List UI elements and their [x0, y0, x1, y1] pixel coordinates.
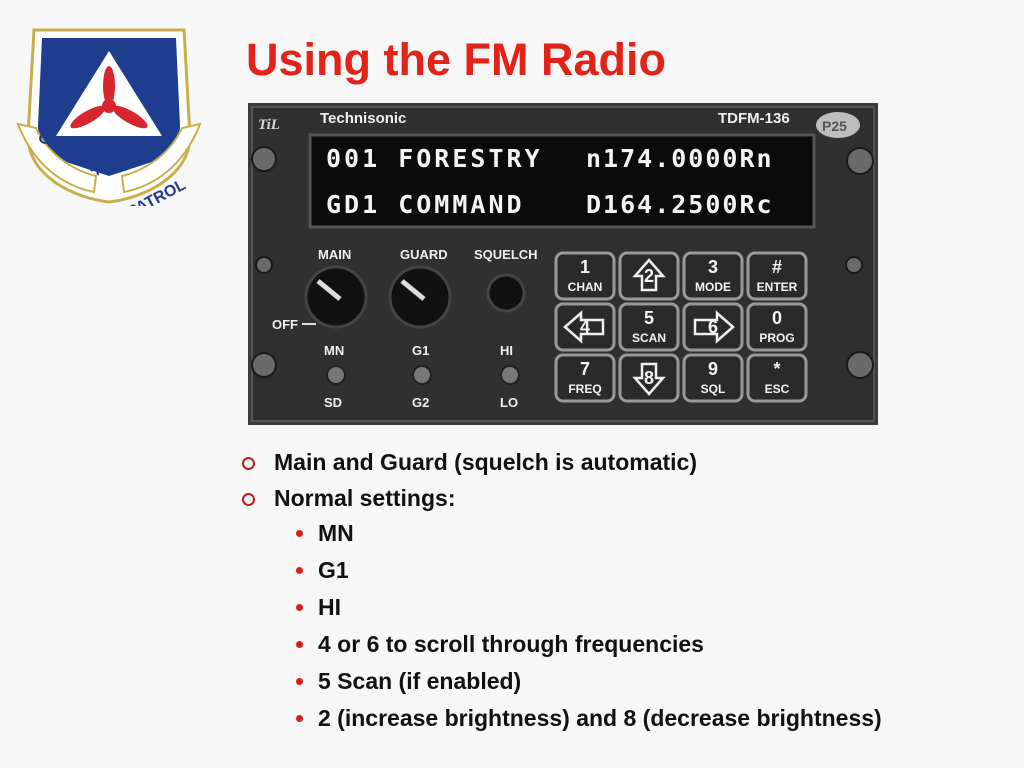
arrow-right-icon: [693, 310, 735, 344]
switch2-top-label: G1: [412, 343, 429, 358]
keypad-key-number: #: [772, 257, 782, 277]
keypad-key-label: ENTER: [757, 280, 798, 294]
switch1-bottom-label: SD: [324, 395, 342, 410]
knob-label-main: MAIN: [318, 247, 351, 262]
sub-bullet-item: HI: [240, 594, 1010, 621]
squelch-knob[interactable]: [486, 273, 526, 313]
keypad-key-number: 6: [708, 317, 718, 337]
keypad-key-label: FREQ: [568, 382, 601, 396]
keypad-key-number: 3: [708, 257, 718, 277]
keypad-key-7[interactable]: 6: [682, 302, 744, 352]
keypad-key-label: SQL: [701, 382, 726, 396]
civil-air-patrol-logo: CIVIL AIR PATROL: [16, 28, 202, 206]
guard-knob[interactable]: [388, 265, 452, 329]
keypad-key-number: 4: [580, 317, 590, 337]
knob-label-off: OFF: [272, 317, 298, 332]
display-line2-right: D164.2500Rc: [586, 190, 774, 219]
circle-bullet-icon: [242, 457, 255, 470]
dot-bullet-icon: [296, 678, 303, 685]
keypad-key-number: 2: [644, 266, 654, 286]
display-line2-left: GD1 COMMAND: [326, 190, 525, 219]
keypad-key-number: 9: [708, 359, 718, 379]
bullet-item: Normal settings:: [240, 484, 1010, 512]
keypad-key-12[interactable]: * ESC: [746, 353, 808, 403]
fm-radio-image: TiL Technisonic TDFM-136 P25 001 FORESTR…: [248, 103, 878, 425]
radio-brand: Technisonic: [320, 110, 406, 127]
keypad-key-4[interactable]: # ENTER: [746, 251, 808, 301]
sub-bullet-item: MN: [240, 520, 1010, 547]
slide-title: Using the FM Radio: [246, 34, 666, 85]
keypad-key-number: 1: [580, 257, 590, 277]
arrow-down-icon: [632, 362, 666, 396]
circle-bullet-icon: [242, 493, 255, 506]
keypad-key-label: SCAN: [632, 331, 666, 345]
radio-tm: TiL: [258, 117, 280, 133]
switch1-top-label: MN: [324, 343, 344, 358]
sub-bullet-item: G1: [240, 557, 1010, 584]
knob-label-guard: GUARD: [400, 247, 448, 262]
dot-bullet-icon: [296, 530, 303, 537]
screw-icons: [251, 146, 874, 379]
bullet-list: Main and Guard (squelch is automatic) No…: [240, 448, 1010, 742]
switch3-bottom-label: LO: [500, 395, 518, 410]
keypad-key-number: *: [773, 359, 780, 379]
switch2-toggle[interactable]: [412, 365, 432, 385]
knob-label-squelch: SQUELCH: [474, 247, 538, 262]
keypad-key-10[interactable]: 8: [618, 353, 680, 403]
dot-bullet-icon: [296, 604, 303, 611]
keypad-key-number: 7: [580, 359, 590, 379]
arrow-left-icon: [563, 310, 605, 344]
display-line1-right: n174.0000Rn: [586, 144, 774, 173]
switch3-toggle[interactable]: [500, 365, 520, 385]
keypad-key-number: 5: [644, 308, 654, 328]
dot-bullet-icon: [296, 567, 303, 574]
switch1-toggle[interactable]: [326, 365, 346, 385]
switch2-bottom-label: G2: [412, 395, 429, 410]
sub-bullet-item: 4 or 6 to scroll through frequencies: [240, 631, 1010, 658]
keypad-key-label: PROG: [759, 331, 794, 345]
bullet-item: Main and Guard (squelch is automatic): [240, 448, 1010, 476]
main-knob[interactable]: [304, 265, 368, 329]
radio-badge: P25: [822, 118, 847, 134]
switch3-top-label: HI: [500, 343, 513, 358]
keypad-key-label: CHAN: [568, 280, 603, 294]
keypad-key-number: 0: [772, 308, 782, 328]
dot-bullet-icon: [296, 715, 303, 722]
sub-bullet-item: 2 (increase brightness) and 8 (decrease …: [240, 705, 1010, 732]
dot-bullet-icon: [296, 641, 303, 648]
display-line1-left: 001 FORESTRY: [326, 144, 543, 173]
keypad-key-label: ESC: [765, 382, 790, 396]
arrow-up-icon: [632, 258, 666, 292]
sub-bullet-item: 5 Scan (if enabled): [240, 668, 1010, 695]
keypad-key-label: MODE: [695, 280, 731, 294]
radio-model: TDFM-136: [718, 110, 790, 127]
keypad-key-5[interactable]: 4: [554, 302, 616, 352]
keypad-key-number: 8: [644, 368, 654, 388]
keypad-key-2[interactable]: 2: [618, 251, 680, 301]
